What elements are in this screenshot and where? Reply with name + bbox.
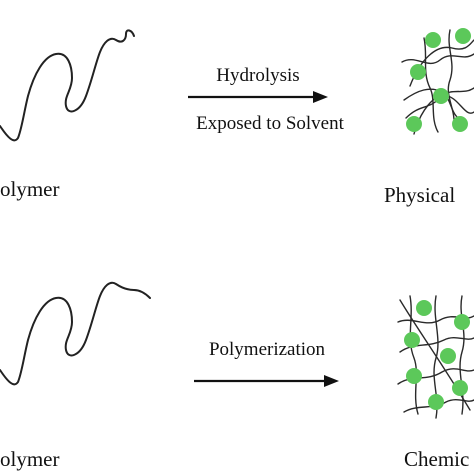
top-particle — [452, 116, 468, 132]
bottom-arrow-head — [324, 375, 339, 387]
bottom-particle — [428, 394, 444, 410]
bottom-particle — [452, 380, 468, 396]
bottom-particle — [404, 332, 420, 348]
top-right-network-label: Physical — [384, 183, 455, 207]
top-particle — [433, 88, 449, 104]
top-left-polymer-label: olymer — [0, 177, 59, 201]
bottom-particle — [454, 314, 470, 330]
bottom-particles — [404, 300, 470, 410]
top-particle — [455, 28, 471, 44]
top-particles — [406, 28, 471, 132]
bottom-left-polymer-label: olymer — [0, 447, 59, 471]
bottom-linear-polymer-chain — [0, 281, 151, 386]
bottom-right-network-label: Chemic — [404, 447, 469, 471]
top-arrow-head — [313, 91, 328, 103]
bottom-particle — [406, 368, 422, 384]
top-linear-polymer-chain — [0, 29, 135, 142]
bottom-particle — [416, 300, 432, 316]
top-particle — [410, 64, 426, 80]
bottom-particle — [440, 348, 456, 364]
top-process-label-hydrolysis: Hydrolysis — [216, 65, 299, 86]
top-particle — [406, 116, 422, 132]
top-process-label-solvent: Exposed to Solvent — [196, 113, 344, 134]
bottom-process-label-polymerization: Polymerization — [209, 339, 326, 360]
top-particle — [425, 32, 441, 48]
